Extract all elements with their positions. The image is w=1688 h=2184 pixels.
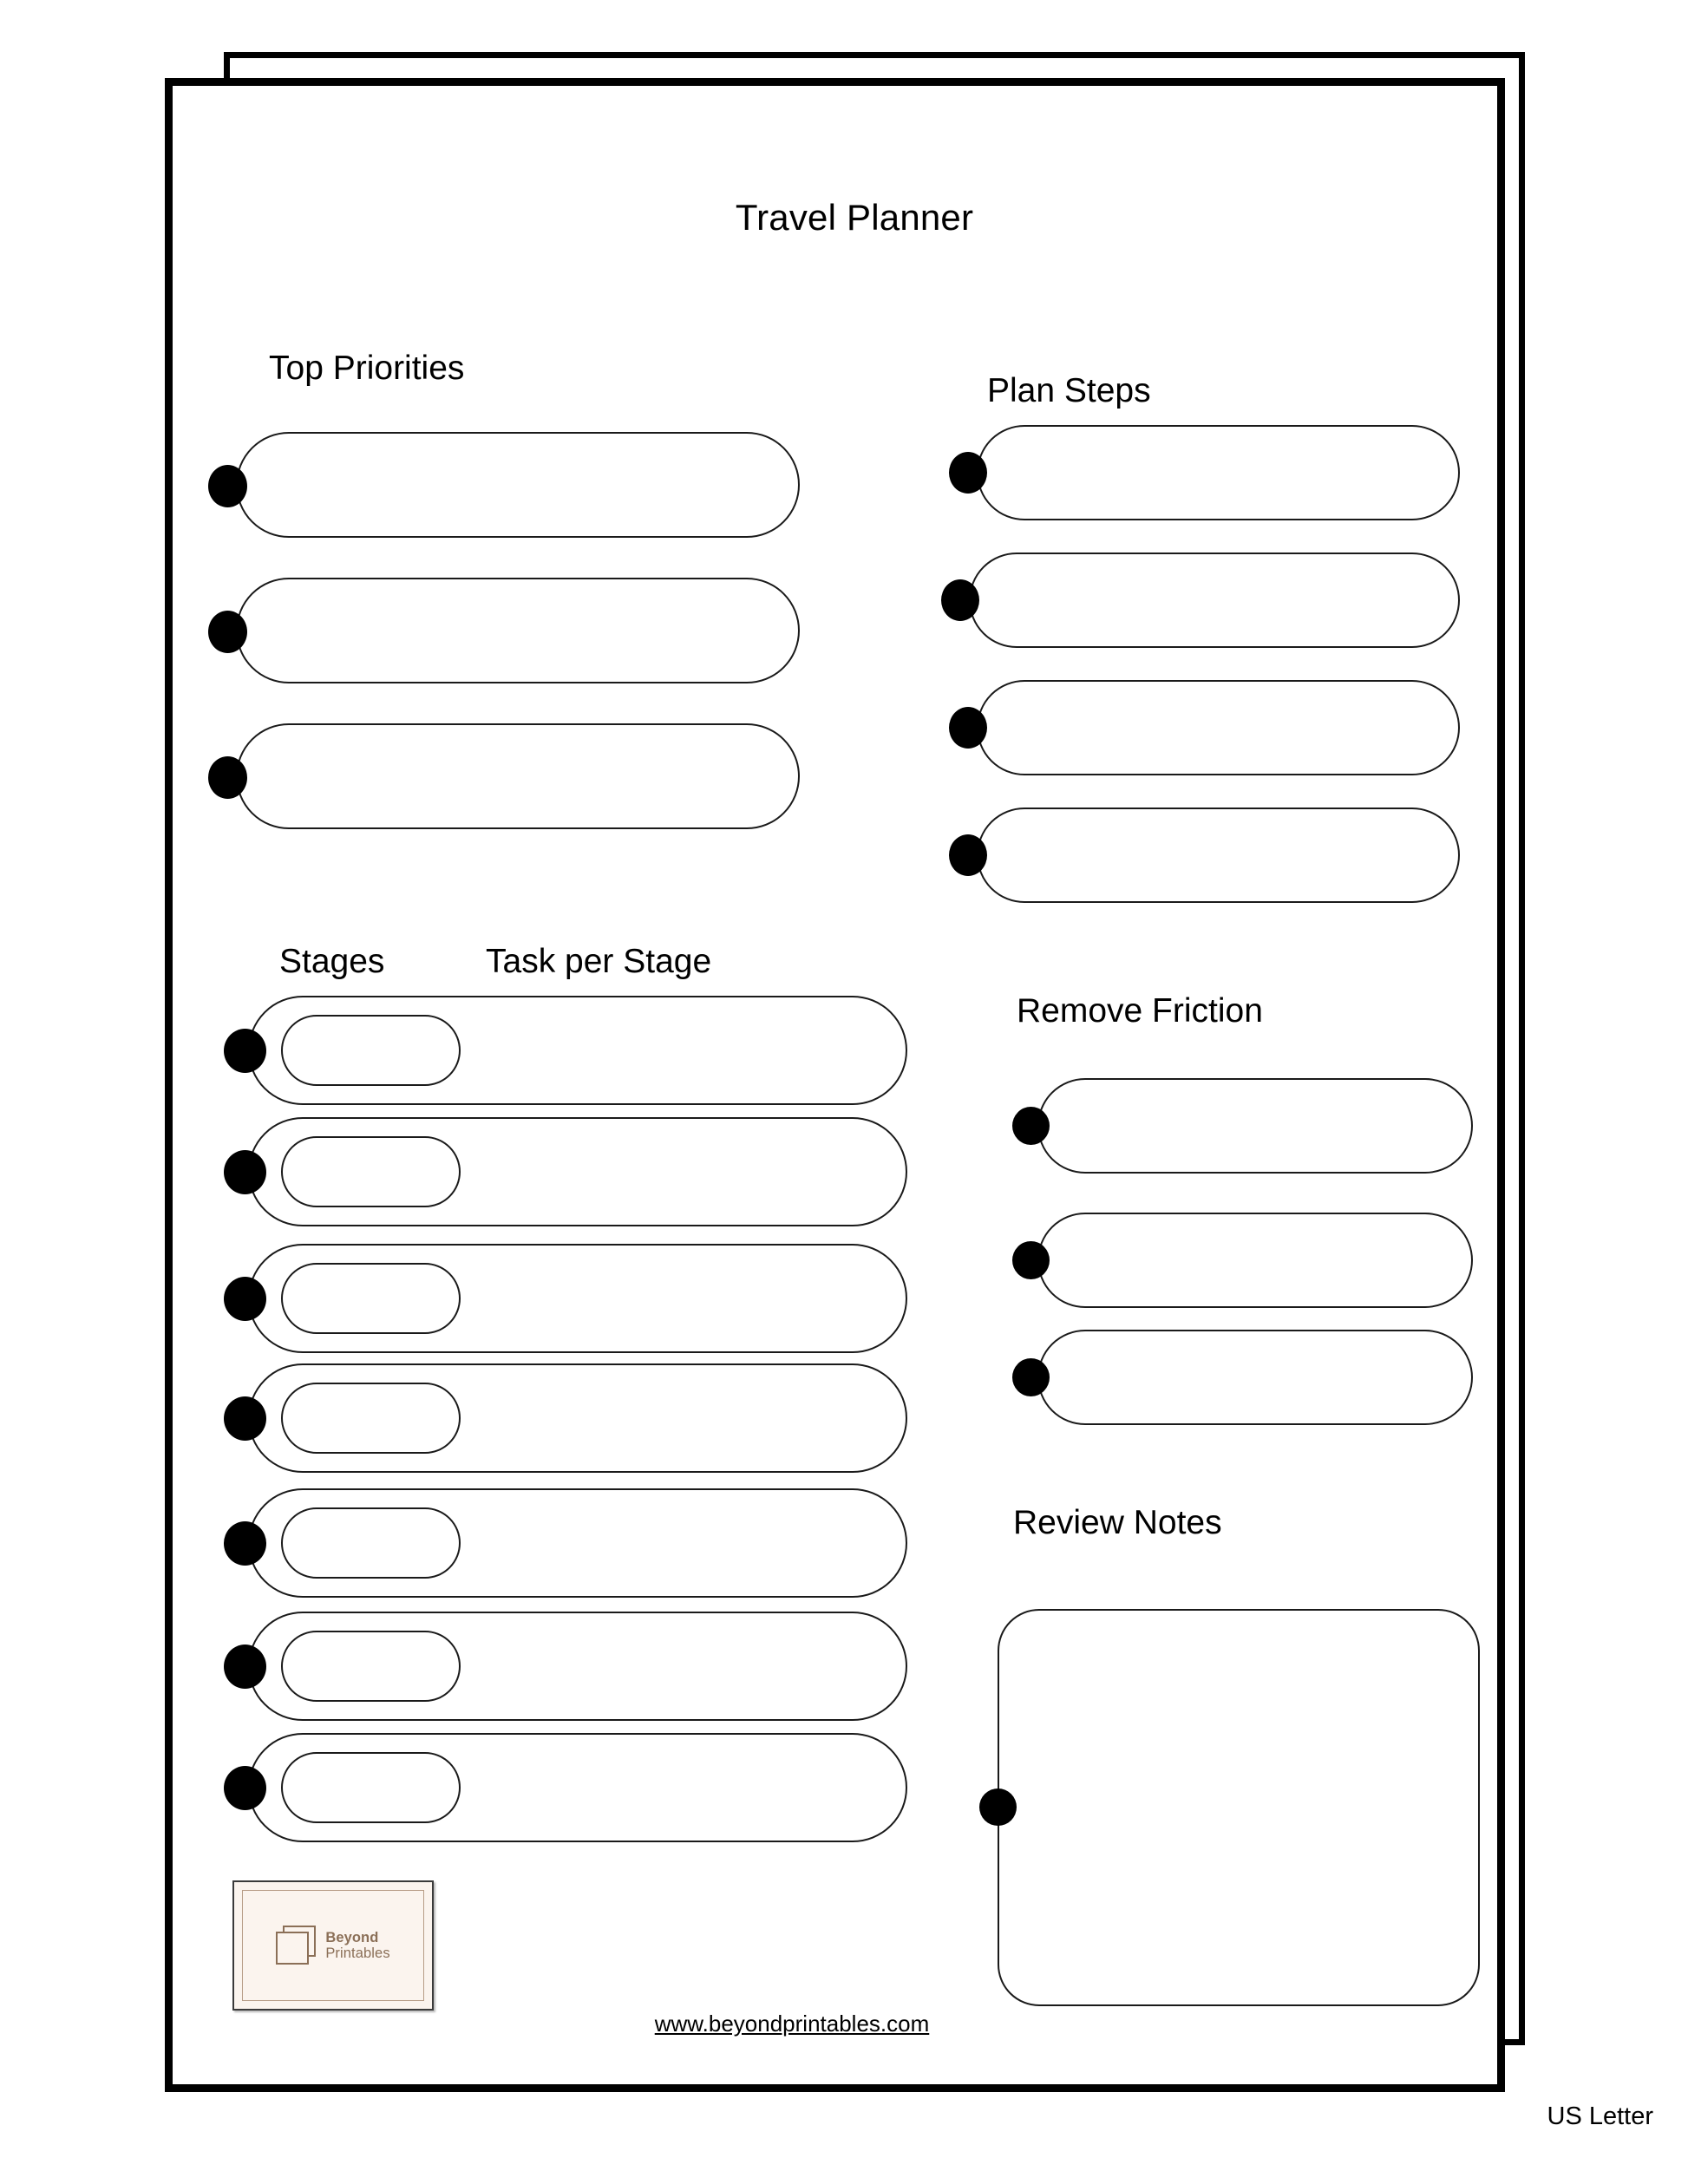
logo-wordmark: Beyond Printables bbox=[325, 1930, 389, 1962]
stage-name-field-2[interactable] bbox=[281, 1136, 461, 1207]
top-priority-field-1[interactable] bbox=[236, 432, 800, 538]
stage-row bbox=[248, 1363, 907, 1473]
stage-name-field-7[interactable] bbox=[281, 1752, 461, 1823]
stage-row bbox=[248, 1612, 907, 1721]
plan-step-bullet-1 bbox=[949, 452, 987, 494]
section-heading-stages: Stages bbox=[279, 943, 385, 980]
stage-row bbox=[248, 1733, 907, 1842]
website-url[interactable]: www.beyondprintables.com bbox=[654, 2011, 930, 2037]
stage-name-field-3[interactable] bbox=[281, 1263, 461, 1334]
stacked-pages-icon bbox=[276, 1926, 317, 1965]
stage-task-field-4[interactable] bbox=[248, 1363, 907, 1473]
logo-line-2: Printables bbox=[325, 1945, 390, 1961]
plan-step-field-3[interactable] bbox=[977, 680, 1460, 775]
top-priority-bullet-1 bbox=[208, 465, 247, 507]
stage-name-field-5[interactable] bbox=[281, 1507, 461, 1579]
logo-row: Beyond Printables bbox=[234, 1882, 432, 2009]
stage-name-field-4[interactable] bbox=[281, 1383, 461, 1454]
stage-row bbox=[248, 996, 907, 1105]
plan-step-bullet-2 bbox=[941, 579, 979, 621]
top-priority-field-2[interactable] bbox=[236, 578, 800, 683]
plan-step-field-1[interactable] bbox=[977, 425, 1460, 520]
stage-name-field-1[interactable] bbox=[281, 1015, 461, 1086]
review-notes-bullet bbox=[979, 1788, 1017, 1826]
stage-bullet-2 bbox=[224, 1150, 266, 1194]
plan-step-bullet-3 bbox=[949, 707, 987, 749]
stage-bullet-3 bbox=[224, 1277, 266, 1321]
remove-friction-field-3[interactable] bbox=[1037, 1330, 1473, 1425]
logo-inner-frame bbox=[242, 1890, 424, 2001]
section-heading-task-per-stage: Task per Stage bbox=[486, 943, 712, 980]
stage-bullet-7 bbox=[224, 1766, 266, 1810]
top-priority-bullet-2 bbox=[208, 611, 247, 653]
top-priority-field-3[interactable] bbox=[236, 723, 800, 829]
stage-row bbox=[248, 1488, 907, 1598]
section-heading-remove-friction: Remove Friction bbox=[1017, 992, 1263, 1030]
review-notes-field[interactable] bbox=[998, 1609, 1480, 2006]
section-heading-plan-steps: Plan Steps bbox=[987, 372, 1151, 409]
stage-bullet-6 bbox=[224, 1645, 266, 1689]
section-heading-top-priorities: Top Priorities bbox=[269, 350, 465, 387]
brand-logo-card: Beyond Printables bbox=[232, 1880, 434, 2011]
logo-line-1: Beyond bbox=[325, 1929, 379, 1945]
stage-row bbox=[248, 1244, 907, 1353]
section-heading-review-notes: Review Notes bbox=[1013, 1504, 1222, 1541]
stage-bullet-1 bbox=[224, 1029, 266, 1073]
stage-name-field-6[interactable] bbox=[281, 1631, 461, 1702]
remove-friction-field-1[interactable] bbox=[1037, 1078, 1473, 1174]
top-priority-bullet-3 bbox=[208, 756, 247, 799]
stage-bullet-5 bbox=[224, 1521, 266, 1566]
remove-friction-bullet-1 bbox=[1012, 1107, 1050, 1145]
paper-size-label: US Letter bbox=[1547, 2102, 1654, 2130]
stage-bullet-4 bbox=[224, 1396, 266, 1441]
remove-friction-field-2[interactable] bbox=[1037, 1213, 1473, 1308]
page-title: Travel Planner bbox=[735, 197, 974, 238]
plan-step-bullet-4 bbox=[949, 834, 987, 876]
stage-row bbox=[248, 1117, 907, 1226]
remove-friction-bullet-2 bbox=[1012, 1241, 1050, 1279]
remove-friction-bullet-3 bbox=[1012, 1358, 1050, 1396]
plan-step-field-2[interactable] bbox=[969, 553, 1460, 648]
plan-step-field-4[interactable] bbox=[977, 808, 1460, 903]
